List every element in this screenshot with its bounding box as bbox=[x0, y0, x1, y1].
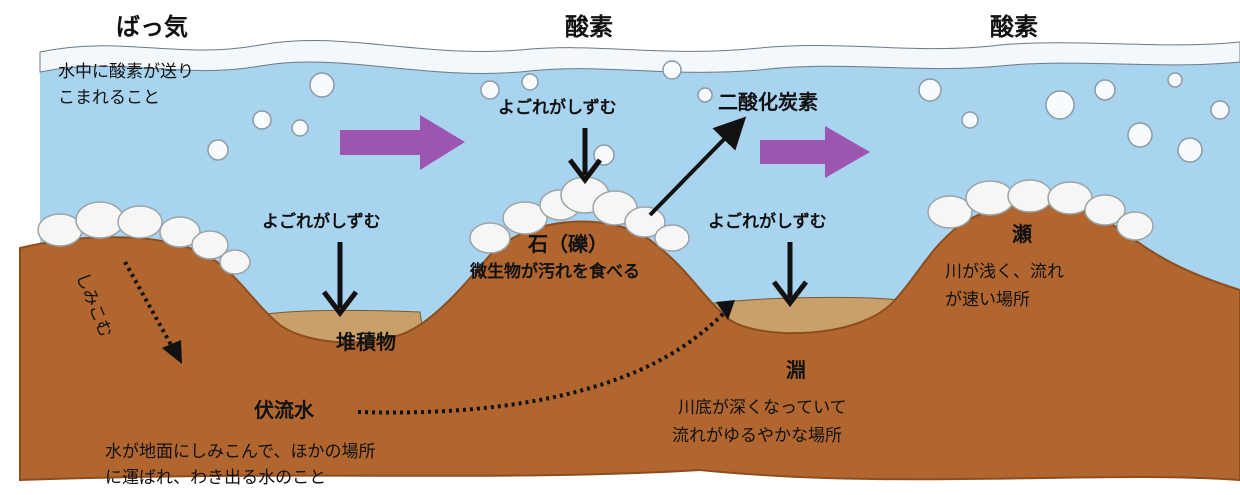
pebble bbox=[159, 216, 201, 248]
bubble bbox=[1167, 72, 1183, 88]
pebble bbox=[469, 222, 511, 254]
bubble bbox=[1045, 90, 1075, 120]
seep-dotted-arrow-icon bbox=[123, 261, 177, 353]
down-arrow-head bbox=[568, 158, 602, 185]
seep-arrow-head bbox=[162, 340, 182, 364]
riffle-title: 瀬 bbox=[1012, 222, 1032, 246]
gravel-desc: 微生物が汚れを食べる bbox=[470, 262, 640, 282]
settle-arrows bbox=[322, 128, 808, 318]
riffle-desc-line2: が速い場所 bbox=[945, 290, 1030, 310]
bubble bbox=[1127, 122, 1153, 148]
water-surface-foam bbox=[39, 40, 1240, 74]
pool-title: 淵 bbox=[786, 358, 806, 382]
air-bubbles bbox=[207, 60, 1230, 166]
aeration-desc-line2: こまれること bbox=[58, 88, 160, 108]
flow-arrow-left bbox=[340, 115, 465, 170]
pebble bbox=[502, 201, 548, 235]
pebble bbox=[1084, 194, 1126, 226]
settle-label-center: よごれがしずむ bbox=[498, 98, 617, 118]
pebbles bbox=[37, 176, 1154, 275]
bubble bbox=[207, 139, 229, 161]
pool-desc-line2: 流れがゆるやかな場所 bbox=[672, 426, 842, 446]
oxygen-label-right: 酸素 bbox=[990, 13, 1038, 41]
bubble bbox=[291, 119, 309, 137]
flow-arrow-right bbox=[760, 126, 870, 178]
aeration-title: ばっ気 bbox=[116, 13, 188, 41]
pool-desc-line1: 川底が深くなっていて bbox=[678, 398, 847, 418]
bubble bbox=[918, 78, 942, 102]
pebble bbox=[1007, 179, 1053, 213]
settle-label-right: よごれがしずむ bbox=[708, 212, 827, 232]
pebble bbox=[965, 180, 1015, 216]
bubble bbox=[961, 111, 979, 129]
subsurface-title: 伏流水 bbox=[254, 398, 314, 422]
bubble bbox=[1094, 79, 1116, 101]
riffle-desc-line1: 川が浅く、流れ bbox=[945, 262, 1064, 282]
settle-label-left: よごれがしずむ bbox=[262, 212, 381, 232]
pebble bbox=[75, 201, 125, 239]
down-arrow-head bbox=[322, 290, 358, 318]
pebble bbox=[191, 230, 229, 260]
bubble bbox=[521, 73, 539, 91]
co2-arrow-icon bbox=[648, 116, 747, 217]
aeration-desc-line1: 水中に酸素が送り bbox=[58, 62, 194, 82]
bubble bbox=[697, 87, 713, 103]
sediment-label: 堆積物 bbox=[336, 330, 396, 354]
gravel-title: 石（礫） bbox=[528, 232, 608, 256]
riverbed-ground bbox=[19, 202, 1240, 482]
oxygen-label-center: 酸素 bbox=[565, 13, 613, 41]
bubble bbox=[309, 72, 335, 98]
pebble bbox=[117, 205, 163, 239]
bubble bbox=[1210, 100, 1230, 120]
co2-label: 二酸化炭素 bbox=[718, 90, 818, 114]
subsurface-arrow-head bbox=[716, 300, 735, 320]
bubble bbox=[252, 110, 272, 130]
subsurface-desc-line2: に運ばれ、わき出る水のこと bbox=[105, 468, 327, 488]
pebble bbox=[927, 195, 973, 229]
pebble bbox=[624, 206, 666, 238]
pebble bbox=[1116, 211, 1154, 241]
pebble bbox=[219, 249, 251, 275]
subsurface-desc-line1: 水が地面にしみこんで、ほかの場所 bbox=[105, 442, 376, 462]
bubble bbox=[1177, 137, 1203, 163]
pebble bbox=[654, 224, 690, 252]
bubble bbox=[480, 80, 500, 100]
bubble bbox=[662, 60, 682, 80]
down-arrow-head bbox=[772, 280, 808, 308]
